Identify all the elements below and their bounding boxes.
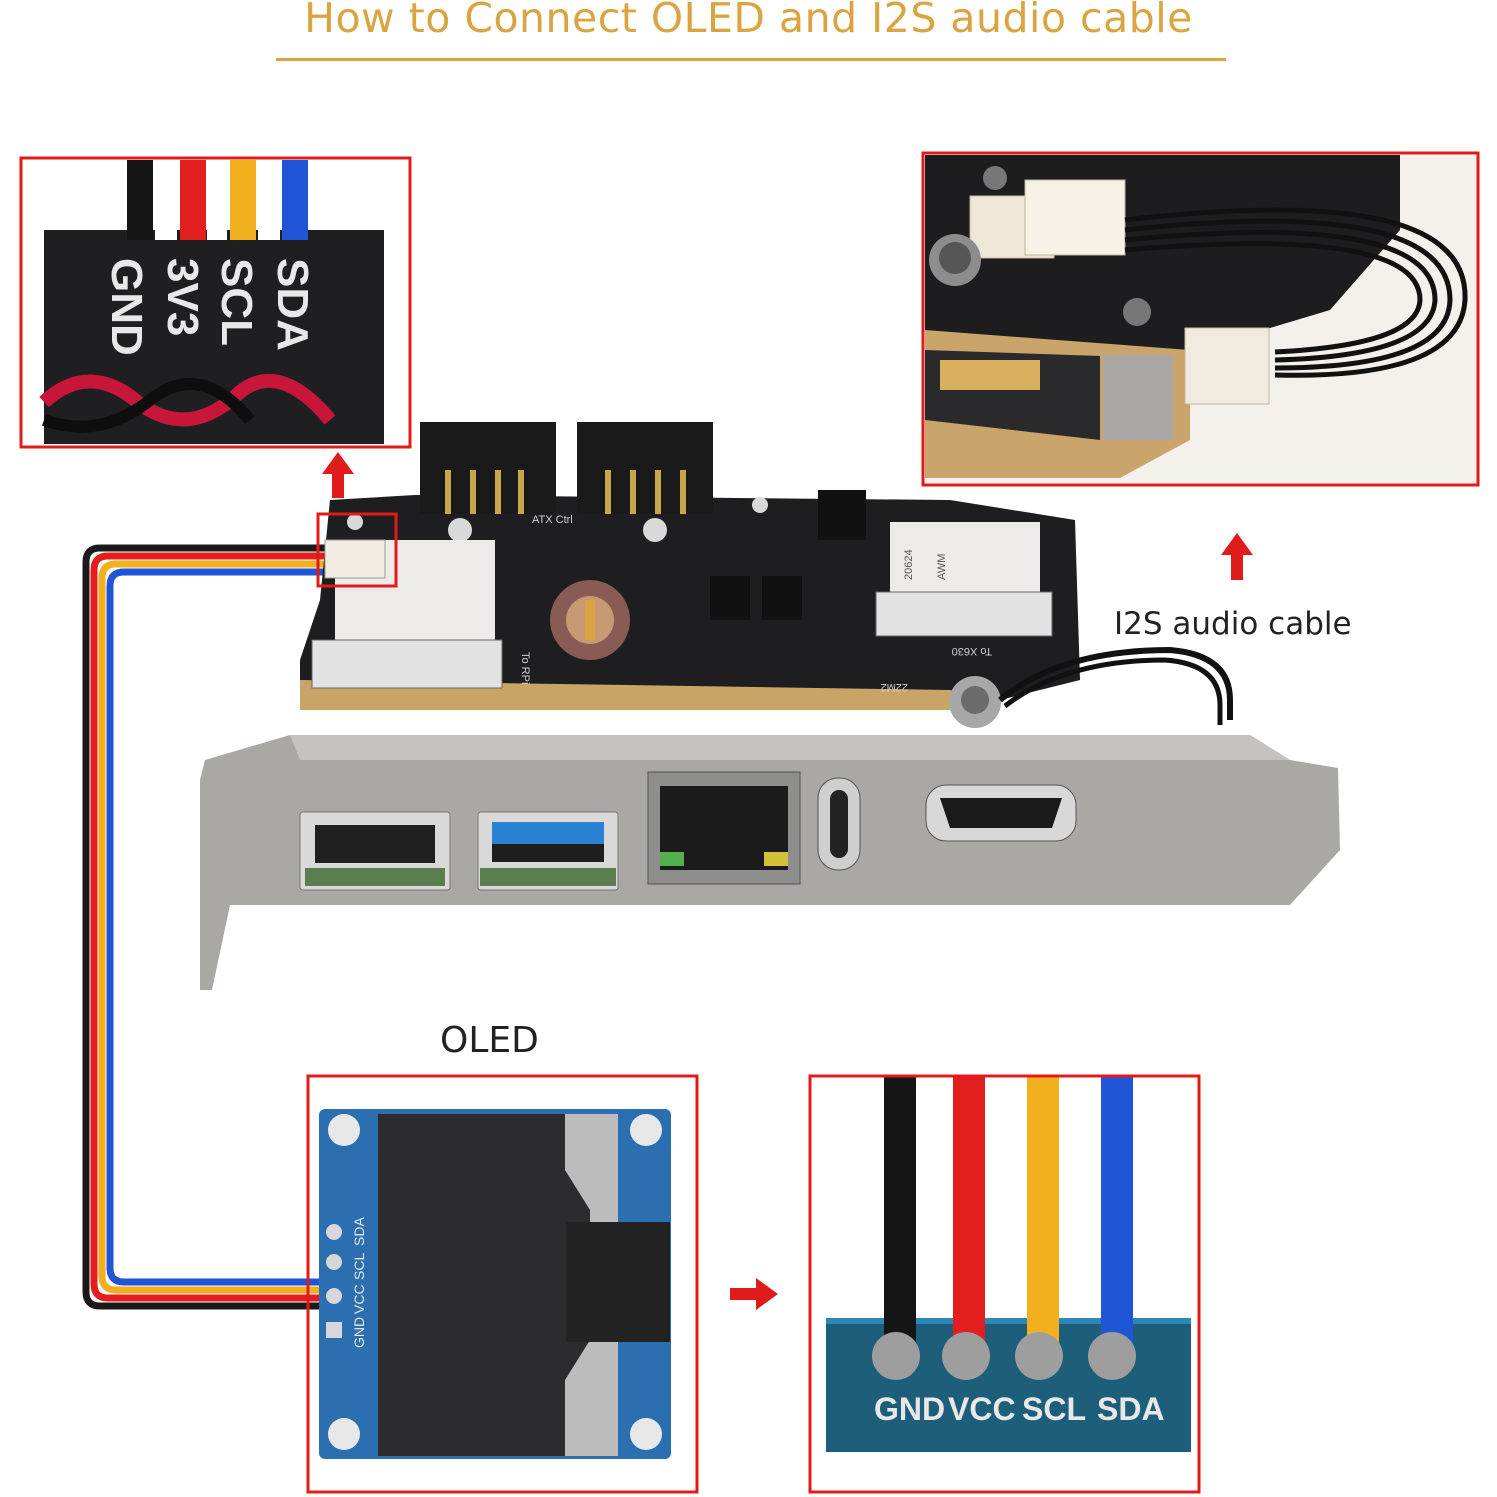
oled-label-scl: SCL [351,1253,367,1280]
pin-label-scl: SCL [212,258,261,346]
closeup-label-vcc: VCC [948,1391,1016,1427]
silkscreen-to-x630: To X630 [952,645,992,657]
arrow-up-icon [322,452,354,498]
i2s-caption: I2S audio cable [1114,606,1352,642]
oled-label-sda: SDA [351,1217,367,1246]
closeup-pin-labels: GND VCC SCL SDA [874,1391,1165,1427]
highlight-frame-i2s [921,151,1480,487]
header-pin-closeup [39,160,384,444]
i2s-connector-closeup [925,155,1477,483]
oled-module [319,1109,671,1459]
arrow-up-icon [1221,533,1253,580]
highlight-frame-oled [306,1074,699,1494]
board-silkscreen: ATX Ctrl To X630 To RPi 22M2 20624 AWM [519,514,992,693]
closeup-label-gnd: GND [874,1391,945,1427]
oled-label-gnd: GND [351,1317,367,1348]
header-pin-labels: SDA SCL 3V3 GND [102,258,317,356]
highlight-frame-header-socket [316,512,398,588]
silkscreen-code: 22M2 [880,681,908,693]
silkscreen-atx: ATX Ctrl [532,514,573,526]
cable-print-1: 20624 [903,549,915,580]
page-title: How to Connect OLED and I2S audio cable [304,0,1193,42]
closeup-label-sda: SDA [1097,1391,1165,1427]
highlight-frame-oled-pins [808,1074,1201,1494]
oled-board-pin-labels: GND VCC SCL SDA [351,1217,367,1348]
pcie-bracket [200,735,1340,990]
pin-label-3v3: 3V3 [158,258,207,336]
silkscreen-to-rpi: To RPi [519,652,531,684]
highlight-frame-header-pins [19,156,412,449]
ribbon-cable [82,544,328,1310]
title-underline [276,58,1226,61]
oled-pin-closeup [826,1076,1191,1452]
cable-print-2: AWM [936,554,948,580]
arrow-right-icon [730,1278,778,1310]
pin-label-gnd: GND [102,258,151,356]
oled-caption: OLED [440,1020,539,1061]
pin-label-sda: SDA [268,258,317,351]
oled-label-vcc: VCC [351,1284,367,1314]
closeup-label-scl: SCL [1022,1391,1086,1427]
adapter-pcb [300,422,1233,728]
